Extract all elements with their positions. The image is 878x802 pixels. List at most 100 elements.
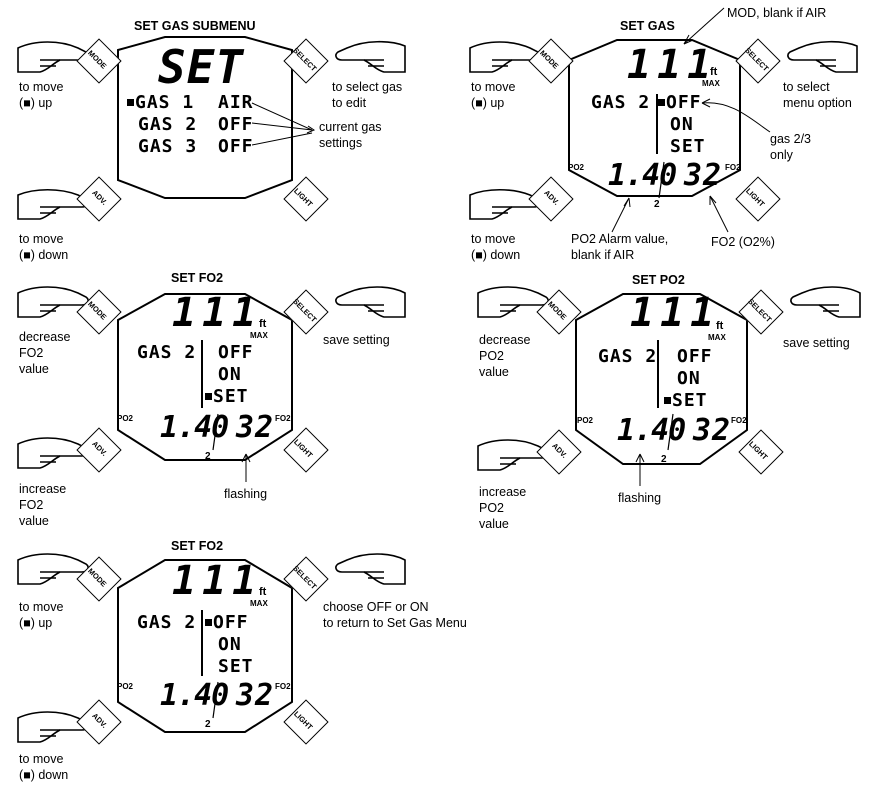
panel-set-fo2-return: SET FO2 MODE ADV. SELECT LIGHT 111 ft MA… <box>0 536 500 802</box>
lcd-row-1-gas: GAS 1 <box>126 92 194 113</box>
cylinder-icon: 2 <box>205 451 211 462</box>
lcd-po2-label: PO2 <box>568 163 585 172</box>
hand-icon <box>335 40 406 73</box>
hand-icon <box>335 553 406 585</box>
lcd-fo2-value: 32 <box>693 413 732 448</box>
hand-icon <box>469 188 541 220</box>
flashing-note: flashing <box>618 491 662 505</box>
panel-title: SET FO2 <box>171 271 224 285</box>
lcd-mod-value: 111 <box>172 558 263 604</box>
lcd-option-set: SET <box>218 656 254 677</box>
hand-icon <box>787 40 858 73</box>
lcd-fo2-label: FO2 <box>275 682 291 691</box>
po2-note: PO2 Alarm value,blank if AIR <box>571 232 669 262</box>
lcd-po2-label: PO2 <box>577 416 594 425</box>
panel-title: SET PO2 <box>632 273 685 287</box>
lcd-po2-value: 1.40 <box>160 410 229 445</box>
right-top-instruction: save setting <box>323 333 390 347</box>
cylinder-icon: 2 <box>661 454 667 465</box>
lcd-gas-label: GAS 2 <box>137 612 197 633</box>
lcd-fo2-value: 32 <box>684 158 723 193</box>
lcd-gas-label: GAS 2 <box>137 342 197 363</box>
lcd-option-set: SET <box>663 390 708 411</box>
lcd-option-off: OFF <box>204 612 249 633</box>
lcd-row-3-gas: GAS 3 <box>138 136 198 157</box>
mod-note: MOD, blank if AIR <box>727 6 827 20</box>
lcd-mod-value: 111 <box>627 42 718 88</box>
lcd-gas-label: GAS 2 <box>598 346 658 367</box>
lcd-unit-ft: ft <box>259 318 267 330</box>
lcd-po2-value: 1.40 <box>160 678 229 713</box>
lcd-fo2-value: 32 <box>236 410 275 445</box>
lcd-po2-value: 1.40 <box>608 158 677 193</box>
lcd-row-3-value: OFF <box>218 136 254 157</box>
flashing-note: flashing <box>224 487 268 501</box>
lcd-fo2-value: 32 <box>236 678 275 713</box>
lcd-unit-ft: ft <box>259 586 267 598</box>
lcd-option-on: ON <box>670 114 694 135</box>
hand-icon <box>17 41 89 73</box>
lcd-po2-label: PO2 <box>117 682 134 691</box>
hand-icon <box>477 439 549 471</box>
left-top-instruction: to move(■) up <box>471 80 516 110</box>
cylinder-icon: 2 <box>654 199 660 210</box>
lcd-row-2-gas: GAS 2 <box>138 114 198 135</box>
right-top-instruction: save setting <box>783 336 850 350</box>
lcd-unit-ft: ft <box>716 320 724 332</box>
lcd-set-text: SET <box>158 40 245 94</box>
watch-outline <box>17 36 406 220</box>
lcd-fo2-label: FO2 <box>731 416 747 425</box>
lcd-unit-max: MAX <box>250 599 268 608</box>
lcd-row-1-value: AIR <box>218 92 254 113</box>
panel-set-gas: SET GAS MODE ADV. SELECT LIGHT 111 <box>452 0 878 270</box>
panel-title: SET FO2 <box>171 539 224 553</box>
watch-outline <box>477 286 861 486</box>
panel-set-gas-submenu: SET GAS SUBMENU MODE ADV. SELECT LIGHT S… <box>0 0 440 270</box>
hand-icon <box>469 41 541 73</box>
lcd-unit-ft: ft <box>710 66 718 78</box>
lcd-unit-max: MAX <box>708 333 726 342</box>
watch-outline <box>17 286 406 482</box>
lcd-fo2-label: FO2 <box>275 414 291 423</box>
lcd-option-set: SET <box>204 386 249 407</box>
left-bottom-instruction: to move(■) down <box>471 232 521 262</box>
lcd-unit-max: MAX <box>702 79 720 88</box>
cylinder-icon: 2 <box>205 719 211 730</box>
lcd-po2-value: 1.40 <box>617 413 686 448</box>
left-bottom-instruction: to move(■) down <box>19 232 69 262</box>
lcd-mod-value: 111 <box>172 290 263 336</box>
watch-outline <box>17 553 406 743</box>
panel-set-fo2: SET FO2 MODE ADV. SELECT LIGHT 111 ft MA… <box>0 268 440 538</box>
lcd-option-on: ON <box>677 368 701 389</box>
panel-title: SET GAS <box>620 19 675 33</box>
hand-icon <box>790 286 861 318</box>
hand-icon <box>335 286 406 318</box>
lcd-option-set: SET <box>670 136 706 157</box>
left-top-instruction: to move(■) up <box>19 600 64 630</box>
panel-title: SET GAS SUBMENU <box>134 19 256 33</box>
left-bottom-instruction: to move(■) down <box>19 752 69 782</box>
lcd-row-2-value: OFF <box>218 114 254 135</box>
lcd-po2-label: PO2 <box>117 414 134 423</box>
lcd-option-off: OFF <box>218 342 254 363</box>
hand-icon <box>17 437 89 469</box>
hand-icon <box>17 711 89 743</box>
fo2-note: FO2 (O2%) <box>711 235 775 249</box>
lcd-option-off: OFF <box>657 92 702 113</box>
lcd-fo2-label: FO2 <box>725 163 741 172</box>
lcd-mod-value: 111 <box>630 290 721 336</box>
left-top-instruction: to move(■) up <box>19 80 64 110</box>
hand-icon <box>17 188 89 220</box>
watch-outline <box>469 7 858 233</box>
lcd-gas-label: GAS 2 <box>591 92 651 113</box>
panel-set-po2: SET PO2 MODE ADV. SELECT LIGHT 111 ft MA… <box>460 268 878 538</box>
